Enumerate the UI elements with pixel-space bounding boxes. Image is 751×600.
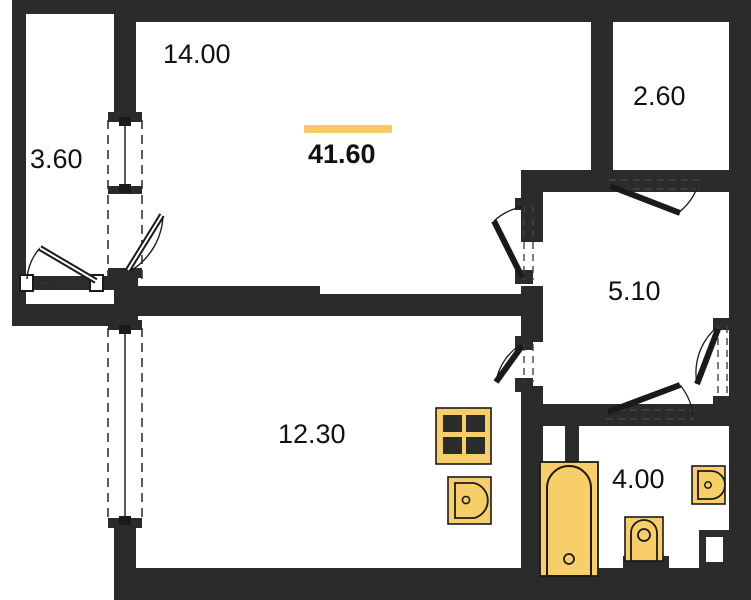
room-label-bedroom: 12.30 bbox=[278, 419, 346, 449]
wall-left-main-lower bbox=[114, 520, 136, 600]
wall-middle-divider bbox=[114, 286, 530, 316]
openings-layer bbox=[19, 117, 728, 525]
walls-layer bbox=[12, 0, 751, 600]
door-hall-bath bbox=[606, 382, 694, 420]
window-bedroom-left bbox=[107, 325, 143, 525]
jamb-door-hall-bedroom-bottom bbox=[515, 378, 533, 392]
wall-hall-top bbox=[521, 170, 613, 192]
wall-bottom-outer bbox=[114, 568, 751, 600]
wall-top-outer bbox=[114, 0, 751, 22]
window-living-left bbox=[107, 117, 143, 280]
room-label-loggia-right: 2.60 bbox=[633, 81, 686, 111]
balcony-door-living bbox=[125, 213, 165, 272]
vent-shaft-hole bbox=[706, 537, 723, 562]
bathtub-icon bbox=[539, 461, 599, 577]
door-hall-bedroom bbox=[493, 343, 534, 384]
door-loggia bbox=[608, 179, 699, 216]
kitchen-stove-icon bbox=[435, 407, 492, 465]
wall-loggia-left bbox=[591, 0, 613, 192]
jamb-balcony-door-bottom bbox=[108, 268, 142, 278]
door-living-hall bbox=[491, 206, 534, 280]
jamb-entrance-bottom bbox=[713, 396, 731, 408]
wall-right-outer bbox=[729, 0, 751, 600]
wall-balcony-bottom-2 bbox=[12, 304, 138, 326]
room-label-hallway: 5.10 bbox=[608, 276, 661, 306]
wall-bath-left-small bbox=[521, 404, 535, 576]
wall-left-main-upper bbox=[114, 0, 136, 120]
jamb-door-bath-right bbox=[688, 406, 700, 424]
room-label-living-room: 14.00 bbox=[163, 39, 231, 69]
room-label-balcony-left: 3.60 bbox=[30, 144, 83, 174]
total-area-label: 41.60 bbox=[308, 139, 376, 169]
wall-hall-left-mid bbox=[521, 286, 543, 342]
wall-loggia-bottom bbox=[591, 170, 751, 192]
kitchen-sink-icon bbox=[447, 476, 492, 525]
bathroom-sink-icon bbox=[691, 465, 726, 505]
wall-balcony-left bbox=[12, 0, 136, 290]
fixtures-layer bbox=[435, 407, 726, 577]
entrance-door bbox=[694, 326, 728, 398]
room-label-bathroom: 4.00 bbox=[612, 464, 665, 494]
toilet-icon bbox=[624, 516, 664, 562]
total-area-accent-bar bbox=[304, 125, 392, 133]
balcony-outer-door bbox=[19, 245, 104, 292]
